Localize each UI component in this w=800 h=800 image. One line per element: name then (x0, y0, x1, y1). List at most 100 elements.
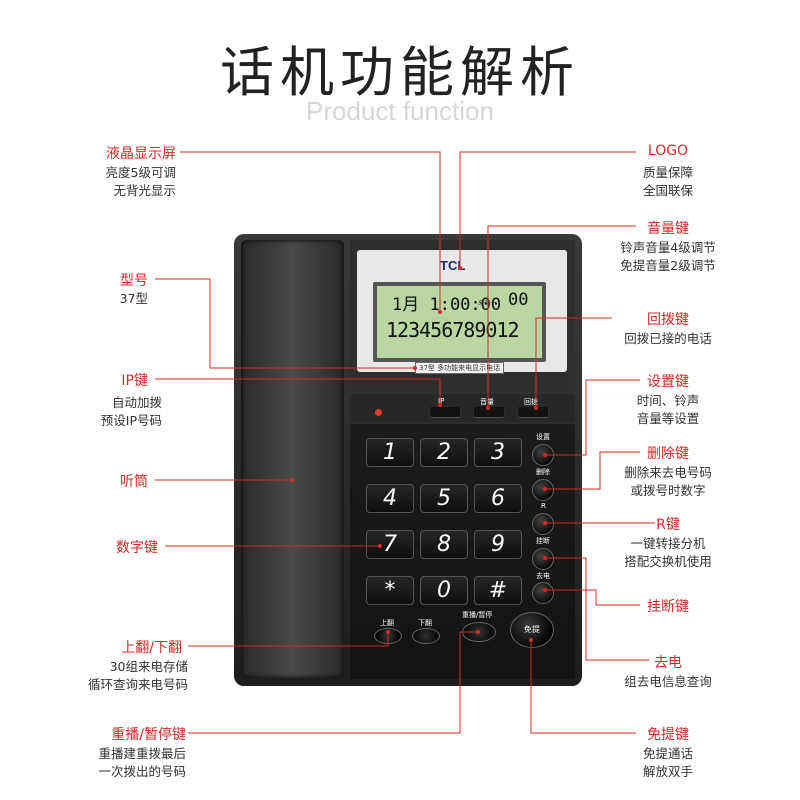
desc-line: 回拨已接的电话 (624, 331, 712, 346)
r-key-label: R (541, 502, 546, 510)
callback-button[interactable] (518, 407, 548, 417)
desc-line: 搭配交换机使用 (624, 554, 712, 569)
model-tag-number: 37型 (419, 364, 435, 372)
desc-line: 预设IP号码 (100, 413, 162, 428)
lcd-screen (373, 282, 546, 362)
volume-button-label: 音量 (480, 398, 494, 406)
desc-line: 重播建重拨最后 (98, 746, 186, 761)
label-volume: 音量键 (647, 221, 689, 237)
key-4[interactable]: 4 (366, 484, 414, 513)
r-key[interactable] (532, 513, 554, 535)
key-hash[interactable]: # (474, 576, 522, 605)
desc-line: 铃声音量4级调节 (620, 240, 716, 255)
line-speaker (530, 640, 636, 734)
desc-callback: 回拨已接的电话 (610, 330, 726, 348)
hangup-key-label: 挂断 (536, 537, 550, 545)
key-1[interactable]: 1 (366, 438, 414, 467)
page-subtitle: Product function (306, 96, 494, 126)
label-lcd: 液晶显示屏 (106, 146, 176, 162)
line-callback (535, 317, 612, 408)
label-handset: 听筒 (120, 474, 148, 490)
desc-updown: 30组来电存储 循环查询来电号码 (88, 658, 188, 694)
volume-button[interactable] (474, 407, 504, 417)
line-lcd (180, 151, 441, 312)
desc-redial: 重播建重拨最后 一次拨出的号码 (98, 745, 186, 781)
line-updown (188, 632, 389, 647)
desc-line: 30组来电存储 (109, 659, 188, 674)
key-8[interactable]: 8 (420, 530, 468, 559)
desc-volume: 铃声音量4级调节 免提音量2级调节 (610, 239, 726, 275)
delete-key[interactable] (532, 479, 554, 501)
handset (241, 240, 344, 678)
lcd-line-1: 1月 1:00:00 (392, 295, 502, 315)
desc-logo: 质量保障 全国联保 (630, 164, 706, 200)
line-volume (487, 225, 636, 408)
settings-key-label: 设置 (536, 433, 550, 441)
key-7[interactable]: 7 (366, 530, 414, 559)
key-2[interactable]: 2 (420, 438, 468, 467)
page-down-key-label: 下翻 (418, 619, 432, 627)
desc-model: 37型 (120, 290, 148, 308)
desc-line: 自动加拨 (111, 395, 162, 410)
label-outgoing: 去电 (654, 655, 682, 671)
desc-r: 一键转接分机 搭配交换机使用 (610, 535, 726, 571)
ip-button[interactable] (430, 407, 460, 417)
desc-speaker: 免提通话 解放双手 (610, 745, 726, 781)
desc-outgoing: 组去电信息查询 (610, 673, 726, 691)
line-outgoing (545, 557, 649, 661)
label-ip: IP键 (121, 373, 148, 389)
desc-line: 音量等设置 (636, 411, 700, 426)
delete-key-label: 删除 (536, 468, 550, 476)
label-hangup: 挂断键 (647, 599, 689, 615)
desc-delete: 删除来去电号码 或拨号时数字 (610, 464, 726, 500)
page-title: 话机功能解析 (220, 41, 580, 104)
desc-line: 质量保障 (642, 165, 693, 180)
label-updown: 上翻/下翻 (121, 640, 182, 656)
label-model: 型号 (120, 273, 148, 289)
desc-ip: 自动加拨 预设IP号码 (101, 394, 162, 430)
line-ip (155, 378, 441, 405)
desc-line: 组去电信息查询 (624, 674, 712, 689)
label-callback: 回拨键 (647, 312, 689, 328)
page-up-key-label: 上翻 (380, 619, 394, 627)
desc-line: 解放双手 (642, 764, 693, 779)
line-hangup (545, 589, 640, 606)
desc-line: 免提音量2级调节 (620, 258, 716, 273)
page-down-key[interactable] (412, 628, 440, 644)
desc-line: 全国联保 (642, 183, 693, 198)
desc-line: 或拨号时数字 (630, 483, 706, 498)
desc-line: 时间、铃声 (636, 393, 700, 408)
indicator-led (375, 409, 382, 416)
label-r: R键 (656, 517, 680, 533)
key-5[interactable]: 5 (420, 484, 468, 513)
speaker-key[interactable]: 免提 (510, 612, 554, 648)
desc-line: 循环查询来电号码 (87, 677, 188, 692)
key-3[interactable]: 3 (474, 438, 522, 467)
lcd-line-1-right: 00 (508, 290, 529, 310)
redial-key-label: 重播/暂停 (462, 611, 493, 619)
desc-line: 亮度5级可调 (105, 165, 176, 180)
label-redial: 重播/暂停键 (111, 727, 186, 743)
model-tag-text: 多功能来电显示电话 (437, 364, 501, 372)
label-logo: LOGO (647, 143, 689, 159)
label-digits: 数字键 (116, 540, 158, 556)
desc-line: 一键转接分机 (630, 536, 706, 551)
line-model (155, 278, 415, 369)
desc-line: 删除来去电号码 (624, 465, 712, 480)
key-9[interactable]: 9 (474, 530, 522, 559)
lcd-line-2: 123456789012 (386, 318, 519, 342)
label-settings: 设置键 (647, 374, 689, 390)
outgoing-key[interactable] (532, 582, 554, 604)
desc-line: 无背光显示 (113, 183, 176, 198)
callback-button-label: 回拨 (524, 398, 538, 406)
line-settings (545, 379, 640, 456)
key-star[interactable]: * (366, 576, 414, 605)
line-redial (188, 631, 478, 734)
key-6[interactable]: 6 (474, 484, 522, 513)
hangup-key[interactable] (532, 548, 554, 570)
line-delete (545, 451, 640, 490)
line-logo (459, 151, 636, 268)
key-0[interactable]: 0 (420, 576, 468, 605)
desc-line: 一次拨出的号码 (98, 764, 186, 779)
